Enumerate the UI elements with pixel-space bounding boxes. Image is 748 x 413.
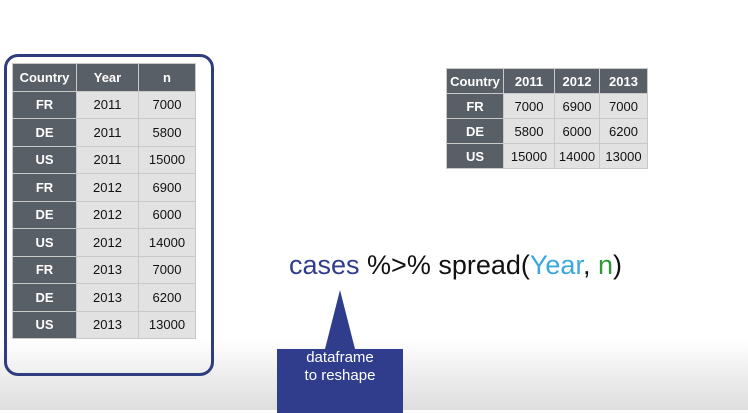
header-year: Year <box>76 63 139 92</box>
code-dataframe-arg: cases <box>289 250 360 280</box>
year-cell: 2011 <box>76 90 139 119</box>
value-cell: 6000 <box>554 118 600 144</box>
country-cell: FR <box>446 93 504 119</box>
country-cell: DE <box>446 118 504 144</box>
wide-table-header-row: Country 2011 2012 2013 <box>446 68 648 94</box>
country-cell: DE <box>12 200 77 229</box>
n-cell: 6200 <box>138 283 196 312</box>
value-cell: 6900 <box>554 93 600 119</box>
year-cell: 2011 <box>76 118 139 147</box>
country-cell: DE <box>12 118 77 147</box>
country-cell: US <box>446 143 504 169</box>
callout-line-1: dataframe <box>306 349 374 366</box>
long-table-highlight-frame <box>4 54 214 376</box>
table-row: FR 2011 7000 <box>12 90 196 119</box>
header-2011: 2011 <box>503 68 555 94</box>
value-cell: 7000 <box>599 93 648 119</box>
header-country: Country <box>446 68 504 94</box>
country-cell: FR <box>12 173 77 202</box>
table-row: FR 7000 6900 7000 <box>446 93 648 119</box>
year-cell: 2013 <box>76 283 139 312</box>
header-country: Country <box>12 63 77 92</box>
spread-code-expression: cases %>% spread(Year, n) <box>289 250 622 281</box>
table-row: FR 2013 7000 <box>12 255 196 284</box>
code-key-arg: Year <box>529 250 583 280</box>
table-row: DE 2012 6000 <box>12 200 196 229</box>
country-cell: FR <box>12 255 77 284</box>
table-row: US 2011 15000 <box>12 145 196 174</box>
country-cell: FR <box>12 90 77 119</box>
n-cell: 14000 <box>138 228 196 257</box>
value-cell: 15000 <box>503 143 555 169</box>
long-table: Country Year n FR 2011 7000 DE 2011 5800… <box>12 63 196 339</box>
code-value-arg: n <box>597 250 614 280</box>
table-row: FR 2012 6900 <box>12 173 196 202</box>
value-cell: 6200 <box>599 118 648 144</box>
table-row: US 15000 14000 13000 <box>446 143 648 169</box>
value-cell: 5800 <box>503 118 555 144</box>
year-cell: 2013 <box>76 310 139 339</box>
header-n: n <box>138 63 196 92</box>
code-separator: , <box>582 250 598 280</box>
country-cell: DE <box>12 283 77 312</box>
value-cell: 13000 <box>599 143 648 169</box>
n-cell: 6000 <box>138 200 196 229</box>
value-cell: 14000 <box>554 143 600 169</box>
code-close-paren: ) <box>613 250 623 280</box>
table-row: DE 2013 6200 <box>12 283 196 312</box>
country-cell: US <box>12 228 77 257</box>
n-cell: 13000 <box>138 310 196 339</box>
n-cell: 15000 <box>138 145 196 174</box>
country-cell: US <box>12 310 77 339</box>
callout-label: dataframe to reshape <box>277 349 403 385</box>
n-cell: 7000 <box>138 255 196 284</box>
table-row: US 2013 13000 <box>12 310 196 339</box>
long-table-header-row: Country Year n <box>12 63 196 92</box>
year-cell: 2012 <box>76 173 139 202</box>
year-cell: 2013 <box>76 255 139 284</box>
wide-table: Country 2011 2012 2013 FR 7000 6900 7000… <box>446 68 648 169</box>
country-cell: US <box>12 145 77 174</box>
header-2012: 2012 <box>554 68 600 94</box>
table-row: US 2012 14000 <box>12 228 196 257</box>
value-cell: 7000 <box>503 93 555 119</box>
table-row: DE 5800 6000 6200 <box>446 118 648 144</box>
year-cell: 2012 <box>76 228 139 257</box>
n-cell: 6900 <box>138 173 196 202</box>
callout-pointer-shape <box>277 290 403 413</box>
code-pipe-function: %>% spread( <box>359 250 530 280</box>
n-cell: 5800 <box>138 118 196 147</box>
n-cell: 7000 <box>138 90 196 119</box>
year-cell: 2012 <box>76 200 139 229</box>
header-2013: 2013 <box>599 68 648 94</box>
table-row: DE 2011 5800 <box>12 118 196 147</box>
callout-line-2: to reshape <box>304 367 376 384</box>
year-cell: 2011 <box>76 145 139 174</box>
